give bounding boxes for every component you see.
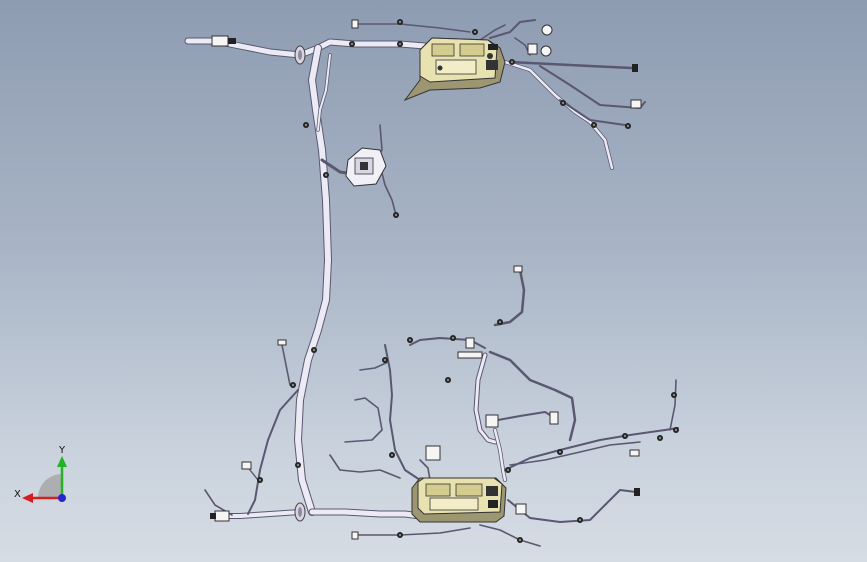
upper-fuse-module[interactable]: [403, 37, 506, 102]
harness-clips: [257, 19, 679, 543]
harness-connector[interactable]: [351, 265, 640, 540]
grommet-icon: [294, 45, 306, 65]
relay-bracket[interactable]: [345, 147, 387, 187]
lower-harness: [204, 268, 679, 547]
y-axis-label: Y: [58, 445, 66, 456]
harness-connector[interactable]: [211, 35, 236, 47]
harness-connector[interactable]: [351, 19, 642, 109]
z-axis-dot: [58, 494, 66, 502]
grommet-icon: [294, 502, 306, 522]
lower-fuse-module[interactable]: [411, 477, 507, 523]
harness-connector[interactable]: [210, 339, 287, 522]
x-axis-label: X: [14, 489, 21, 500]
axis-triad: Y X: [14, 445, 67, 503]
